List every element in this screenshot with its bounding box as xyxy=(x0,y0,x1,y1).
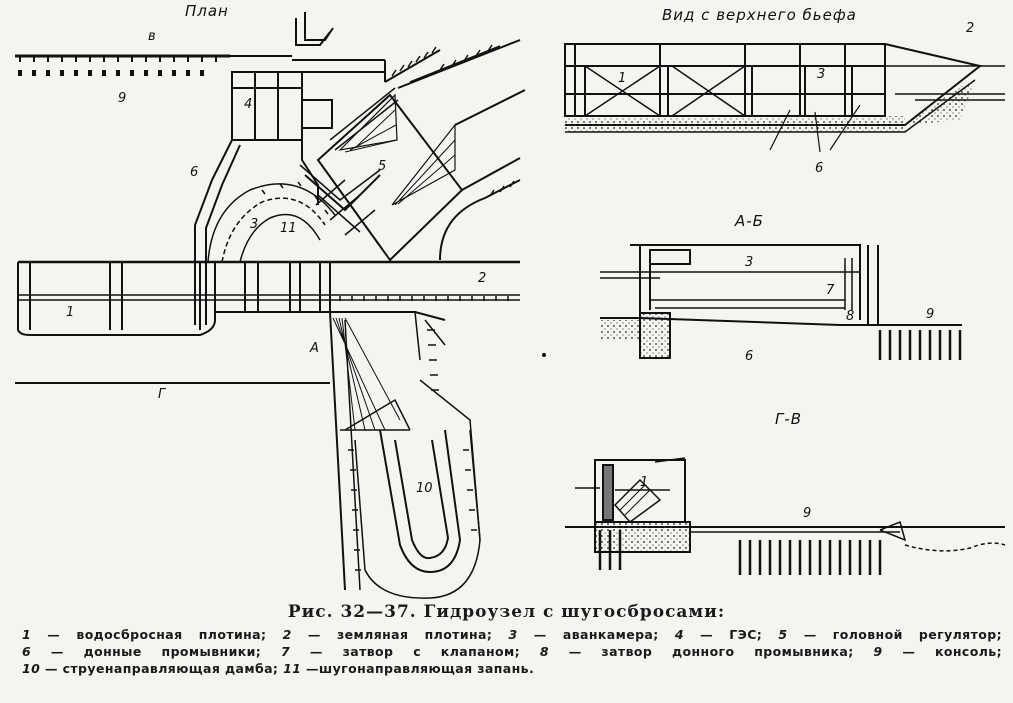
plan-label-10: 10 xyxy=(416,481,433,496)
plan-label-11: 11 xyxy=(280,221,297,236)
legend-item-text: —шугонаправляющая запань. xyxy=(301,661,535,676)
upstream-label-6: 6 xyxy=(815,161,824,176)
figure-caption-title: Рис. 32—37. Гидроузел с шугосбросами: xyxy=(287,602,726,622)
legend-item: 9 — консоль; xyxy=(873,644,1002,659)
legend-item: 1 — водосбросная плотина; xyxy=(22,627,266,642)
plan-label-3: 3 xyxy=(250,217,259,232)
stray-dot xyxy=(542,353,546,357)
upstream-label-2: 2 xyxy=(966,21,975,36)
section-gv-title: Г-В xyxy=(775,410,803,428)
upstream-label-1: 1 xyxy=(618,71,627,86)
legend-item-number: 11 xyxy=(283,661,302,676)
plan-title: План xyxy=(185,2,229,20)
legend-item: 11 —шугонаправляющая запань. xyxy=(283,661,534,676)
legend-item-text: — струенаправляющая дамба; xyxy=(40,661,279,676)
legend-item-number: 1 xyxy=(22,627,32,642)
legend-item-number: 8 xyxy=(539,644,549,659)
legend-item: 8 — затвор донного промывника; xyxy=(540,644,854,659)
plan-label-v: в xyxy=(148,29,156,44)
legend-item-text: — донные промывники; xyxy=(31,644,262,659)
legend-item-text: — водосбросная плотина; xyxy=(31,627,267,642)
legend-item-number: 2 xyxy=(282,627,292,642)
legend-item-text: — консоль; xyxy=(882,644,1002,659)
section-ab xyxy=(600,244,962,360)
legend-item-text: — затвор с клапаном; xyxy=(290,644,520,659)
legend-item-number: 4 xyxy=(674,627,684,642)
legend-item-number: 7 xyxy=(281,644,291,659)
legend-item: 4 — ГЭС; xyxy=(675,627,762,642)
ab-label-3: 3 xyxy=(745,255,754,270)
upstream-label-3: 3 xyxy=(817,67,826,82)
legend-item: 6 — донные промывники; xyxy=(22,644,261,659)
section-gv xyxy=(565,457,1006,575)
head-regulator xyxy=(299,87,464,262)
legend-item: 5 — головной регулятор; xyxy=(778,627,1002,642)
ab-label-8: 8 xyxy=(846,309,855,324)
legend-item: 7 — затвор с клапаном; xyxy=(281,644,520,659)
legend-item-text: — головной регулятор; xyxy=(787,627,1002,642)
plan-label-5: 5 xyxy=(378,159,387,174)
plan-label-6: 6 xyxy=(190,165,199,180)
section-ab-title: А-Б xyxy=(735,212,764,230)
legend-item-number: 3 xyxy=(508,627,518,642)
ab-label-9: 9 xyxy=(926,307,935,322)
legend-item-text: — аванкамера; xyxy=(517,627,659,642)
legend-item-number: 5 xyxy=(778,627,788,642)
legend-item: 2 — земляная плотина; xyxy=(283,627,493,642)
figure-legend: 1 — водосбросная плотина; 2 — земляная п… xyxy=(22,626,1002,677)
plan-label-9: 9 xyxy=(118,91,127,106)
ab-label-6: 6 xyxy=(745,349,754,364)
plan-label-4: 4 xyxy=(244,97,253,112)
console-top-row xyxy=(15,54,230,76)
upstream-view xyxy=(564,43,1005,153)
plan-view xyxy=(15,12,526,599)
plan-label-2: 2 xyxy=(478,271,487,286)
guide-dam xyxy=(329,311,481,599)
plan-label-g: Г xyxy=(158,387,166,402)
gv-label-1: 1 xyxy=(640,475,649,490)
plan-label-1: 1 xyxy=(66,305,75,320)
legend-item-number: 6 xyxy=(22,644,32,659)
legend-item-text: — земляная плотина; xyxy=(291,627,493,642)
legend-item-number: 9 xyxy=(873,644,883,659)
hes-block xyxy=(231,71,303,141)
legend-item: 3 — аванкамера; xyxy=(508,627,658,642)
ab-label-7: 7 xyxy=(826,283,835,298)
legend-item-text: — ГЭС; xyxy=(683,627,763,642)
legend-item-text: — затвор донного промывника; xyxy=(548,644,854,659)
gv-label-9: 9 xyxy=(803,506,812,521)
legend-item-number: 10 xyxy=(22,661,41,676)
legend-item: 10 — струенаправляющая дамба; xyxy=(22,661,278,676)
plan-label-a: А xyxy=(310,341,319,356)
spillway-dam xyxy=(17,260,520,336)
upstream-view-title: Вид с верхнего бьефа xyxy=(662,6,857,24)
